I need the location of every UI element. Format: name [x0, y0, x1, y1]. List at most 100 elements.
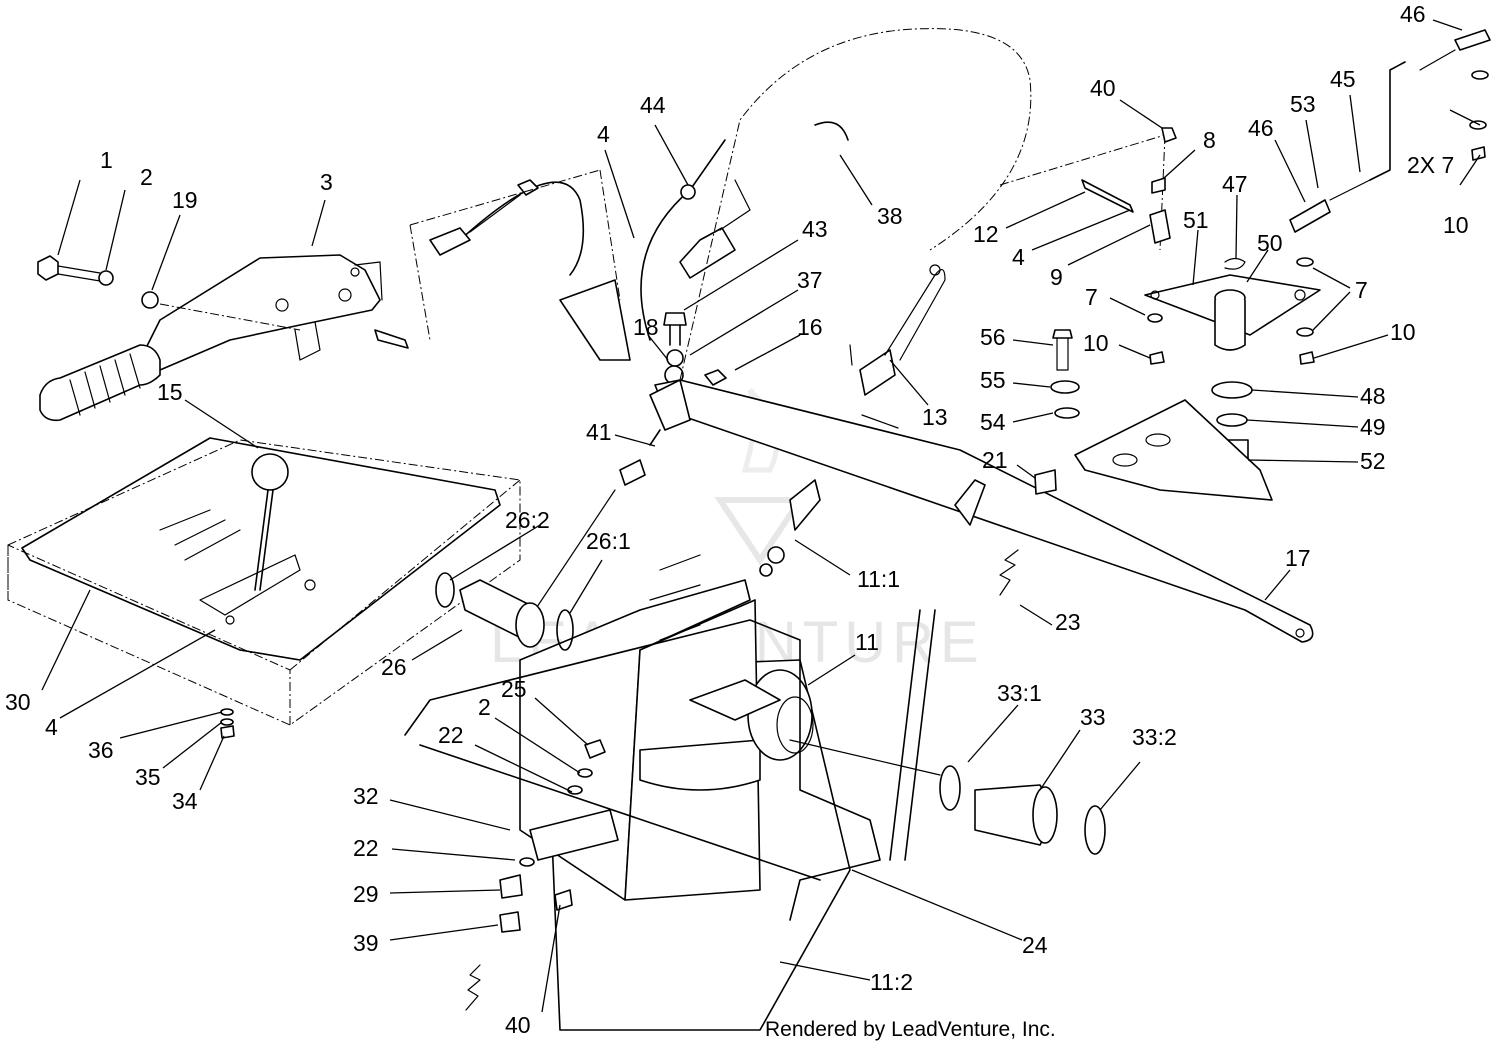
callout-11-2: 11:2 [870, 969, 913, 995]
callout-43: 43 [802, 216, 828, 242]
washer-7b [1296, 257, 1314, 267]
callout-12: 12 [973, 221, 999, 247]
callout-19: 19 [172, 187, 198, 213]
callout-17: 17 [1285, 545, 1311, 571]
rod-45 [1369, 61, 1406, 181]
nut-10c [1299, 351, 1315, 365]
bracket-32 [529, 809, 619, 861]
callout-48: 48 [1360, 383, 1386, 409]
washer-7c [1296, 327, 1314, 337]
callout-11-1: 11:1 [857, 566, 900, 592]
platform-30 [7, 437, 521, 726]
callout-33-1: 33:1 [997, 680, 1042, 706]
clip-38 [814, 121, 849, 141]
callout-labels: 1 2 19 3 44 4 43 38 37 18 16 15 41 13 40… [5, 1, 1469, 1038]
callout-41: 41 [586, 419, 612, 445]
rod-end-46b [1289, 199, 1331, 233]
washer-7a [1147, 313, 1163, 323]
callout-22-upper: 22 [438, 722, 464, 748]
callout-11: 11 [855, 629, 879, 655]
callout-39: 39 [353, 930, 379, 956]
callout-35: 35 [135, 764, 161, 790]
callout-26: 26 [381, 654, 407, 680]
callout-36: 36 [88, 737, 114, 763]
stud [534, 489, 616, 611]
callout-10-top: 10 [1443, 212, 1469, 238]
callout-22-lower: 22 [353, 835, 379, 861]
shift-knob-15 [251, 453, 289, 591]
nut-10a [1471, 146, 1486, 161]
ring-47 [1224, 257, 1246, 270]
callout-45: 45 [1330, 66, 1356, 92]
spring-23 [999, 549, 1019, 596]
bolt-1 [37, 255, 101, 282]
callout-32: 32 [353, 783, 379, 809]
callout-30: 30 [5, 689, 31, 715]
callout-56: 56 [980, 324, 1006, 350]
credit-text: Rendered by LeadVenture, Inc. [765, 1018, 1056, 1041]
washer-18 [666, 349, 684, 367]
brake-lever-3 [129, 254, 383, 381]
nut-40b [554, 889, 573, 911]
fitting-33 [939, 765, 1106, 855]
callout-18: 18 [633, 314, 659, 340]
bolt-21 [1034, 469, 1057, 495]
callout-44: 44 [640, 92, 666, 118]
callout-15: 15 [157, 379, 183, 405]
washer-19 [141, 291, 159, 309]
washer-55 [1050, 380, 1080, 394]
callout-46-mid: 46 [1248, 115, 1274, 141]
fitting-26 [435, 572, 574, 651]
callout-40-top: 40 [1090, 75, 1116, 101]
bracket [559, 279, 631, 361]
rod-17 [649, 379, 1314, 643]
callout-23: 23 [1055, 609, 1081, 635]
spring-rod-13 [849, 264, 946, 429]
callout-55: 55 [980, 367, 1006, 393]
washer-54 [1054, 407, 1080, 419]
callout-40-bottom: 40 [505, 1012, 531, 1038]
callout-53: 53 [1290, 91, 1316, 117]
callout-4-bottom: 4 [45, 714, 58, 740]
nut-25 [584, 739, 606, 759]
block-9 [1149, 209, 1171, 244]
pin [374, 329, 409, 349]
nut-41 [649, 429, 661, 446]
callout-13: 13 [922, 404, 948, 430]
plate-51 [1144, 274, 1321, 351]
callout-8: 8 [1203, 127, 1216, 153]
callout-29: 29 [353, 881, 379, 907]
bolt-39 [499, 911, 521, 933]
threaded-rod [889, 609, 921, 861]
callout-leaders [41, 19, 1481, 1013]
bolt-29 [499, 874, 523, 899]
callout-4-cable: 4 [597, 121, 610, 147]
callout-10-mid: 10 [1083, 330, 1109, 356]
nut-10b [1149, 351, 1165, 365]
loop-rod-24 [404, 619, 881, 921]
callout-24: 24 [1022, 932, 1048, 958]
callout-26-2: 26:2 [505, 507, 550, 533]
washer-48 [1211, 381, 1253, 399]
callout-47: 47 [1222, 171, 1248, 197]
cable-44 [640, 139, 751, 341]
callout-25: 25 [501, 676, 527, 702]
callout-33: 33 [1080, 704, 1106, 730]
cable-12 [1081, 179, 1134, 213]
callout-38: 38 [877, 203, 903, 229]
bolt-43 [663, 312, 687, 346]
callout-4-right: 4 [1012, 244, 1025, 270]
screw-8 [1151, 177, 1166, 194]
washer-2 [98, 270, 114, 286]
callout-37: 37 [797, 267, 823, 293]
callout-46-top: 46 [1400, 1, 1426, 27]
callout-26-1: 26:1 [586, 528, 631, 554]
cable-4 [459, 181, 585, 276]
callout-7-right: 7 [1355, 277, 1368, 303]
nut-40 [1161, 127, 1177, 143]
callout-2-lower: 2 [478, 694, 491, 720]
cable-end [429, 179, 539, 256]
ring-49 [1216, 413, 1248, 427]
